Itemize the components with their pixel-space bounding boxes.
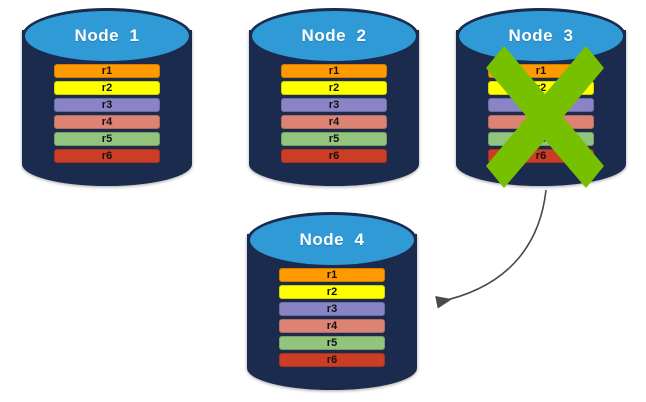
node-1[interactable]: Node 1 r1 r2 r3 r4 r5 r6 [22, 8, 192, 186]
replica-row[interactable]: r6 [488, 149, 594, 163]
replica-label: r1 [101, 64, 113, 77]
curved-arrow-icon [435, 189, 547, 309]
replica-label: r5 [328, 132, 340, 145]
replica-row[interactable]: r3 [488, 98, 594, 112]
node-2-replica-list: r1 r2 r3 r4 r5 r6 [281, 64, 387, 163]
replica-row[interactable]: r4 [488, 115, 594, 129]
replica-label: r2 [101, 81, 113, 94]
replica-label: r4 [535, 115, 547, 128]
node-3[interactable]: Node 3 r1 r2 r3 r4 r5 r6 [456, 8, 626, 188]
replica-row[interactable]: r2 [488, 81, 594, 95]
replica-label: r4 [326, 319, 338, 332]
replica-label: r4 [101, 115, 113, 128]
replica-row[interactable]: r2 [54, 81, 160, 95]
replica-row[interactable]: r2 [279, 285, 385, 299]
node-2-cylinder-top [249, 8, 419, 64]
replica-label: r6 [326, 353, 338, 366]
replica-label: r5 [535, 132, 547, 145]
node-2[interactable]: Node 2 r1 r2 r3 r4 r5 r6 [249, 8, 419, 186]
replica-row[interactable]: r6 [279, 353, 385, 367]
replica-row[interactable]: r2 [281, 81, 387, 95]
replica-row[interactable]: r4 [279, 319, 385, 333]
replica-label: r1 [328, 64, 340, 77]
node-4-cylinder-top [247, 212, 417, 268]
replica-label: r6 [535, 149, 547, 162]
replica-row[interactable]: r1 [279, 268, 385, 282]
replica-row[interactable]: r3 [54, 98, 160, 112]
replica-label: r3 [326, 302, 338, 315]
replica-label: r2 [326, 285, 338, 298]
node-1-cylinder-top [22, 8, 192, 64]
replica-row[interactable]: r5 [488, 132, 594, 146]
replica-label: r6 [328, 149, 340, 162]
node-4-replica-list: r1 r2 r3 r4 r5 r6 [279, 268, 385, 367]
replica-label: r2 [328, 81, 340, 94]
node-2-title: Node 2 [301, 26, 367, 45]
replica-label: r6 [101, 149, 113, 162]
replica-row[interactable]: r3 [279, 302, 385, 316]
node-4[interactable]: Node 4 r1 r2 r3 r4 r5 r6 [247, 212, 417, 390]
node-4-title: Node 4 [299, 230, 365, 249]
replica-label: r3 [535, 98, 547, 111]
replica-row[interactable]: r5 [54, 132, 160, 146]
replica-label: r4 [328, 115, 340, 128]
replica-row[interactable]: r1 [281, 64, 387, 78]
replica-row[interactable]: r4 [54, 115, 160, 129]
replica-label: r5 [101, 132, 113, 145]
replica-label: r5 [326, 336, 338, 349]
replica-label: r1 [535, 64, 547, 77]
replica-row[interactable]: r1 [54, 64, 160, 78]
replica-row[interactable]: r6 [54, 149, 160, 163]
replica-row[interactable]: r1 [488, 64, 594, 78]
replica-row[interactable]: r5 [281, 132, 387, 146]
replica-label: r2 [535, 81, 547, 94]
replica-row[interactable]: r5 [279, 336, 385, 350]
replica-label: r3 [101, 98, 113, 111]
node-3-replica-list: r1 r2 r3 r4 r5 r6 [488, 64, 594, 163]
replica-label: r1 [326, 268, 338, 281]
replica-row[interactable]: r6 [281, 149, 387, 163]
node-1-title: Node 1 [74, 26, 140, 45]
node-3-title: Node 3 [508, 26, 574, 45]
replica-label: r3 [328, 98, 340, 111]
replica-row[interactable]: r3 [281, 98, 387, 112]
node-1-replica-list: r1 r2 r3 r4 r5 r6 [54, 64, 160, 163]
replica-row[interactable]: r4 [281, 115, 387, 129]
